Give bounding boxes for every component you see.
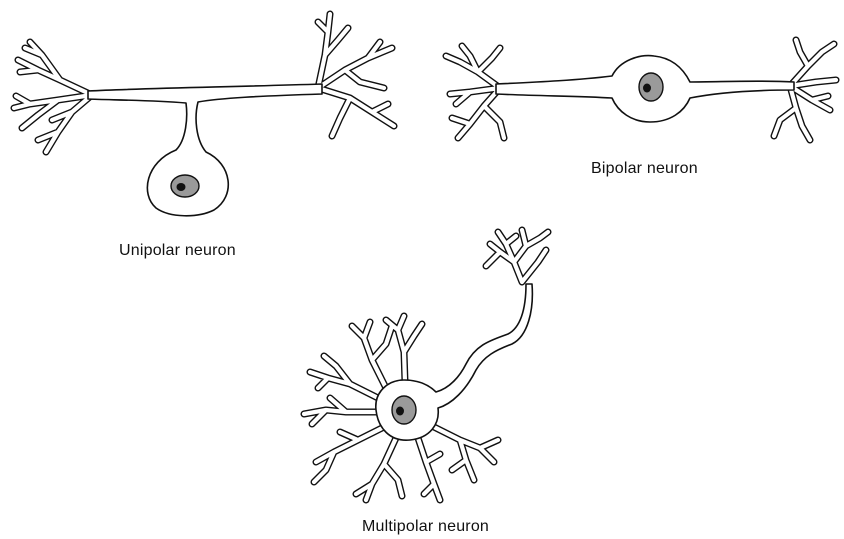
unipolar-neuron-label: Unipolar neuron	[119, 242, 236, 260]
multipolar-nucleus	[392, 396, 416, 424]
bipolar-nucleus	[639, 73, 663, 101]
bipolar-neuron-label: Bipolar neuron	[591, 160, 698, 178]
multipolar-nucleolus	[396, 407, 404, 416]
unipolar-right-dendrites	[318, 14, 394, 136]
unipolar-axon-and-soma	[88, 84, 322, 216]
unipolar-left-dendrites	[14, 42, 92, 152]
unipolar-neuron	[14, 14, 394, 216]
multipolar-axon-terminals	[486, 230, 548, 282]
multipolar-neuron	[304, 230, 548, 500]
bipolar-neuron	[446, 40, 836, 140]
bipolar-nucleolus	[643, 84, 651, 93]
multipolar-neuron-label: Multipolar neuron	[362, 518, 489, 536]
unipolar-nucleolus	[177, 183, 186, 191]
